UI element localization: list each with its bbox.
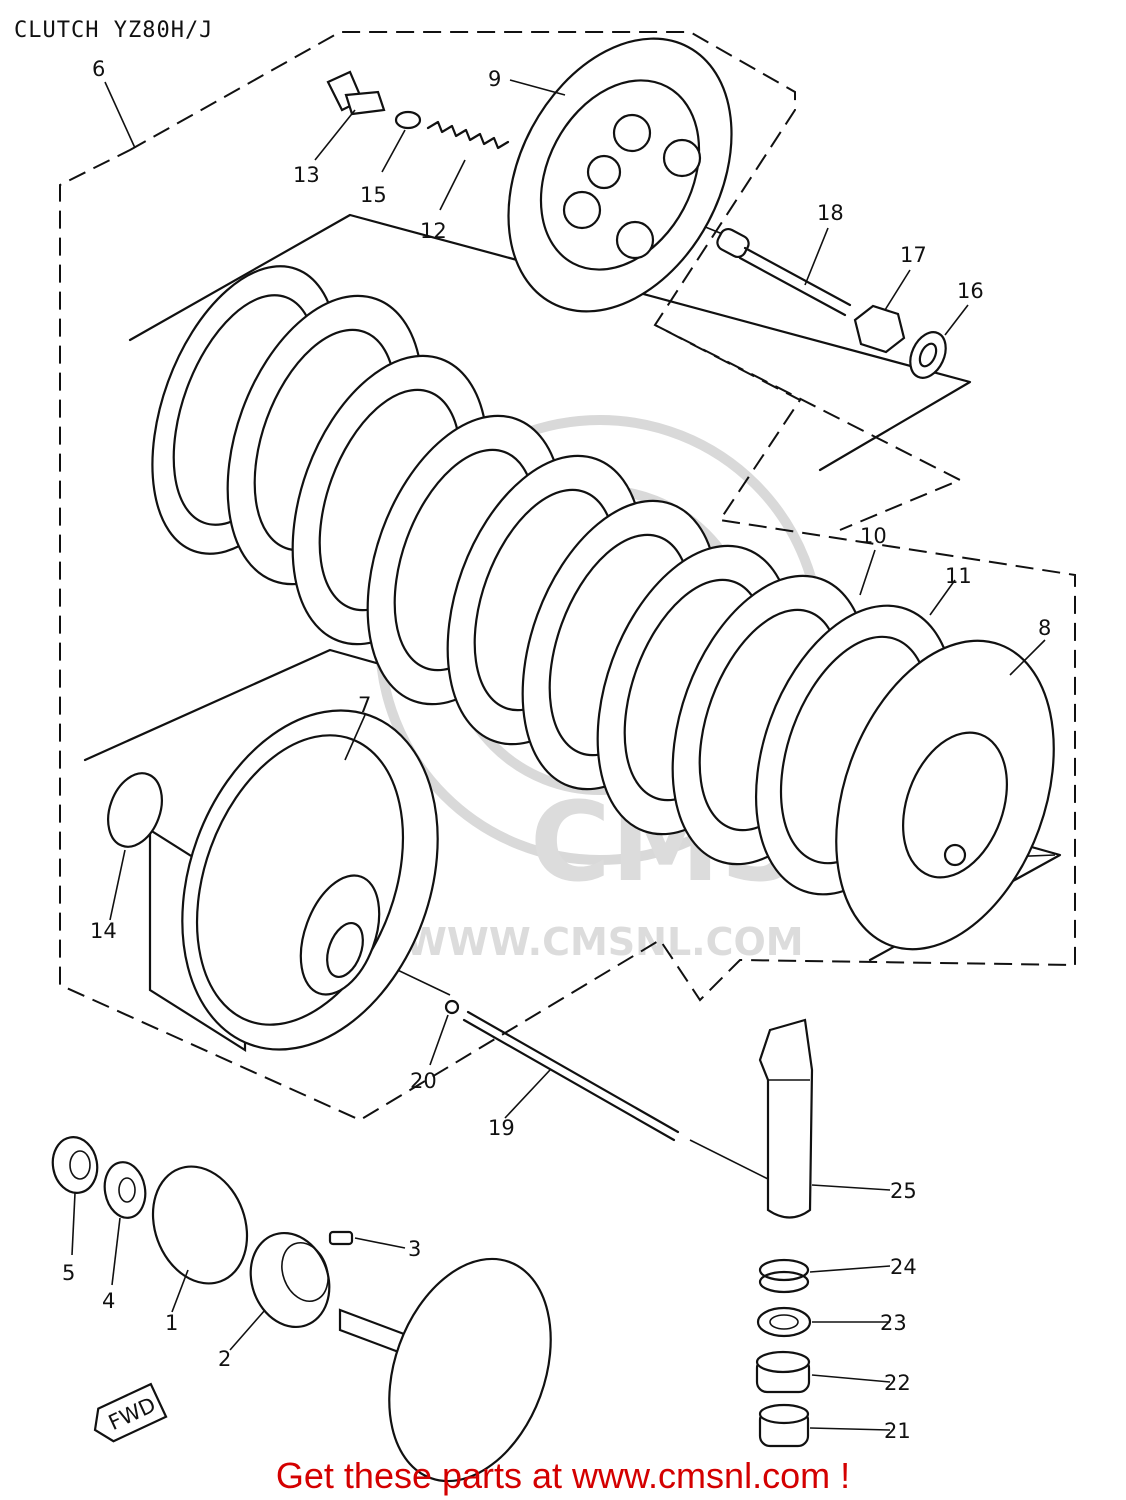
callout-16: 16 [957,279,984,303]
push-lever-axle [758,1018,814,1219]
leader-lines [71,79,1046,1431]
footer-link[interactable]: Get these parts at www.cmsnl.com ! [275,1455,851,1496]
callout-2: 2 [218,1347,231,1371]
callout-20: 20 [410,1069,437,1093]
lever-spring-seal-bearing [755,1258,812,1448]
callout-13: 13 [293,163,320,187]
spring-bolt-set [326,70,510,150]
lock-washer [107,772,163,848]
callout-numbers: 6 9 13 15 12 18 17 16 10 11 8 7 14 20 19… [62,57,1051,1443]
callout-15: 15 [360,183,387,207]
callout-10: 10 [860,524,887,548]
callout-7: 7 [358,693,371,717]
clutch-boss [835,639,1055,951]
callout-23: 23 [880,1311,907,1335]
ball [444,999,460,1015]
callout-18: 18 [817,201,844,225]
fwd-marker: FWD [93,1382,168,1443]
page-title: CLUTCH YZ80H/J [14,18,214,43]
callout-11: 11 [945,564,972,588]
callout-25: 25 [890,1179,917,1203]
callout-1: 1 [165,1311,178,1335]
callout-3: 3 [408,1237,421,1261]
callout-14: 14 [90,919,117,943]
primary-drive-parts [51,1136,552,1483]
callout-17: 17 [900,243,927,267]
callout-4: 4 [102,1289,115,1313]
callout-19: 19 [488,1116,515,1140]
callout-8: 8 [1038,616,1051,640]
clutch-plates [151,265,956,896]
push-rod [462,1010,680,1142]
callout-21: 21 [884,1419,911,1443]
pressure-plate [507,37,733,313]
assembly-boundaries [59,31,1076,1122]
callout-6: 6 [92,57,105,81]
primary-driven-gear [148,709,439,1052]
watermark-url: WWW.CMSNL.COM [405,920,804,964]
callout-22: 22 [884,1371,911,1395]
push-rod-nut-washer [716,227,947,379]
callout-12: 12 [420,219,447,243]
callout-9: 9 [488,67,501,91]
callout-24: 24 [890,1255,917,1279]
callout-5: 5 [62,1261,75,1285]
